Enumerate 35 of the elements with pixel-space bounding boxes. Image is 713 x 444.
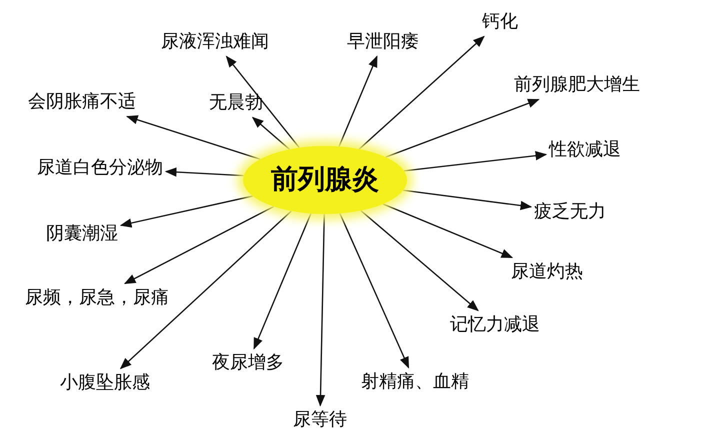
arrow — [358, 36, 485, 150]
symptom-label: 小腹坠胀感 — [60, 372, 150, 394]
arrow — [339, 213, 410, 369]
symptom-label: 尿道灼热 — [511, 260, 583, 284]
arrow — [124, 206, 274, 284]
symptom-label: 钙化 — [482, 10, 518, 34]
symptom-label: 记忆力减退 — [450, 314, 540, 336]
symptom-label: 疲乏无力 — [534, 200, 606, 224]
center-ellipse: 前列腺炎 — [243, 146, 407, 214]
arrow — [120, 210, 292, 370]
symptom-label: 无晨勃 — [209, 92, 263, 114]
symptom-label: 阴囊潮湿 — [46, 222, 118, 246]
arrow — [385, 98, 540, 158]
symptom-label: 性欲减退 — [549, 138, 621, 162]
arrow — [126, 115, 260, 160]
arrow — [360, 210, 479, 312]
arrow — [382, 203, 514, 258]
arrow — [316, 214, 326, 407]
arrow — [164, 167, 244, 177]
arrow — [404, 151, 548, 172]
arrow — [120, 195, 253, 228]
symptom-label: 尿频，尿急，尿痛 — [25, 286, 169, 310]
symptom-label: 会阴胀痛不适 — [28, 90, 136, 114]
symptom-label: 前列腺肥大增生 — [514, 74, 640, 96]
symptom-label: 夜尿增多 — [212, 352, 284, 374]
symptom-label: 尿道白色分泌物 — [37, 156, 163, 180]
symptom-label: 尿等待 — [293, 408, 347, 432]
arrow — [338, 55, 378, 147]
symptom-label: 早泄阳痿 — [347, 30, 419, 54]
symptom-label: 射精痛、血精 — [361, 370, 469, 394]
arrow — [252, 116, 290, 150]
symptom-label: 尿液浑浊难闻 — [161, 30, 269, 54]
arrow — [254, 213, 312, 350]
arrow — [226, 56, 300, 148]
arrow — [403, 190, 532, 210]
